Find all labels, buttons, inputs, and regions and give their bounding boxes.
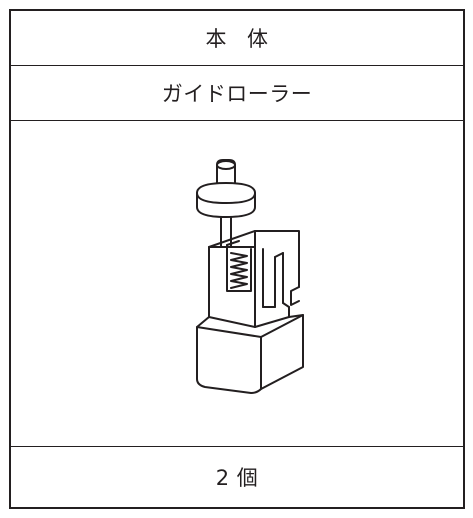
part-name-row: ガイドローラー [11,66,463,121]
table-header: 本体 [11,11,463,66]
quantity-row: 2 個 [11,447,463,507]
parts-table: 本体 ガイドローラー [9,9,465,509]
part-image-row [11,121,463,447]
part-name: ガイドローラー [161,82,313,106]
guide-roller-icon [179,157,319,397]
title-char-1: 本 [205,27,227,51]
quantity-value: 2 個 [215,466,259,490]
title-char-2: 体 [247,27,269,51]
table-title: 本体 [206,23,269,53]
